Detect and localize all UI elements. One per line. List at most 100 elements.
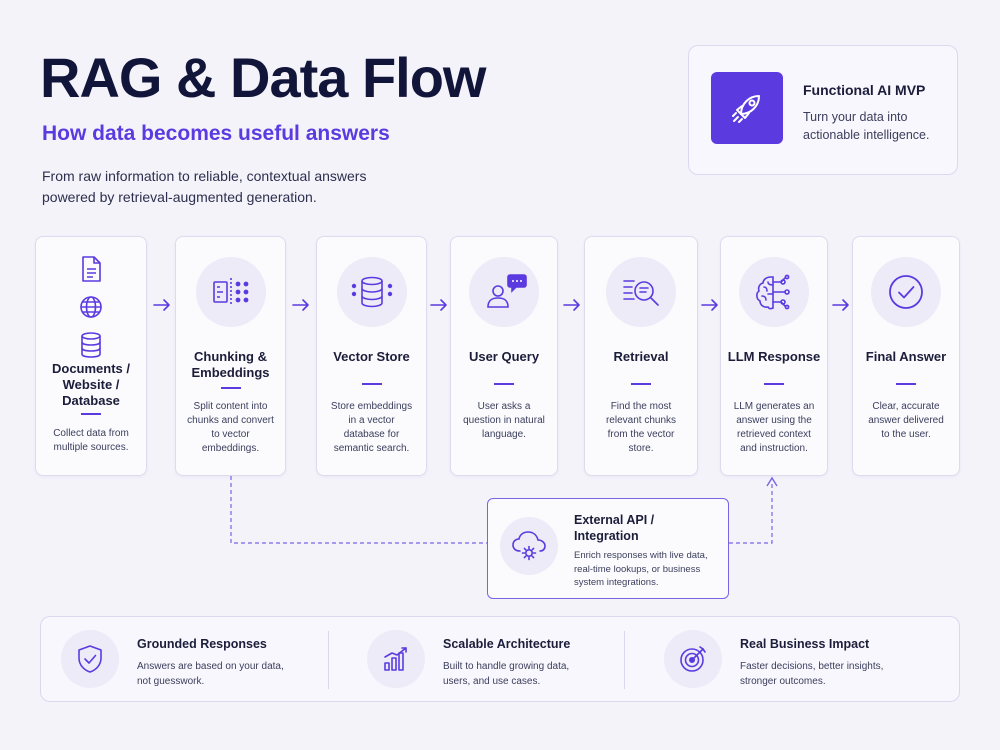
page-title: RAG & Data Flow [40,46,486,109]
step-retrieval: Retrieval Find the most relevant chunks … [584,236,698,476]
arrow-right-icon [701,299,718,311]
step-title-line: Embeddings [191,365,270,380]
step-text-line: question in natural [463,415,545,426]
step-title-line: User Query [468,349,540,364]
step-text-line: from the vector [607,429,675,440]
step-divider [631,383,651,385]
cloud-gear-icon [500,517,558,575]
benefit-text-line: not guesswork. [137,676,205,687]
arrow-right-icon [430,299,447,311]
step-divider [361,383,382,385]
bar-chart-icon [367,630,425,688]
benefit-title: Scalable Architecture [443,637,571,651]
benefit-text: Answers are based on your data, not gues… [137,659,317,689]
step-description: Store embeddings in a vector database fo… [325,400,418,456]
page-description: From raw information to reliable, contex… [42,166,422,208]
step-text-line: embeddings. [201,443,260,454]
benefit-divider [624,631,625,689]
benefit-title: Grounded Responses [137,637,267,651]
step-description: User asks a question in natural language… [459,400,549,442]
step-title: Chunking & Embeddings [182,349,279,381]
arrow-right-icon [292,299,309,311]
step-text-line: store. [628,443,654,454]
external-title-line: External API / [574,513,655,527]
external-text-line: system integrations. [574,577,659,588]
step-text-line: and instruction. [740,443,808,454]
external-api-text: Enrich responses with live data, real-ti… [574,549,724,590]
step-divider [81,413,101,415]
step-llm-response: LLM Response LLM generates an answer usi… [720,236,828,476]
vector-database-icon [336,257,407,327]
external-api-card: External API / Integration Enrich respon… [487,498,729,599]
external-text-line: real-time lookups, or business [574,563,701,575]
step-description: LLM generates an answer using the retrie… [729,400,819,456]
chunking-icon [195,257,266,327]
step-text-line: multiple sources. [53,442,129,453]
globe-icon [78,294,104,325]
step-text-line: Find the most [610,401,672,412]
step-text-line: Collect data from [53,428,129,439]
step-description: Clear, accurate answer delivered to the … [861,400,951,442]
external-title-line: Integration [574,529,639,543]
step-text-line: LLM generates an [733,401,815,412]
step-title: User Query [457,349,551,365]
brain-circuit-icon [739,257,809,327]
document-icon [79,255,103,288]
benefit-text-line: Built to handle growing data, [443,661,570,672]
step-vector-store: Vector Store Store embeddings in a vecto… [316,236,427,476]
step-title: Final Answer [859,349,953,365]
check-circle-icon [871,257,941,327]
benefit-text: Built to handle growing data, users, and… [443,659,623,689]
step-text-line: relevant chunks [605,415,677,426]
step-text-line: semantic search. [333,443,410,454]
step-chunking: Chunking & Embeddings Split content into… [175,236,286,476]
user-chat-icon [469,257,539,327]
step-title-line: Chunking & [194,349,267,364]
step-description: Collect data from multiple sources. [44,427,138,455]
step-text-line: chunks and convert [187,415,274,426]
step-divider [220,387,241,389]
database-icon [79,331,103,364]
benefit-grounded: Grounded Responses Answers are based on … [41,617,331,703]
step-title-line: Final Answer [865,349,947,364]
description-line: powered by retrieval-augmented generatio… [42,189,317,205]
step-title-line: LLM Response [727,349,821,364]
step-text-line: to the user. [881,429,931,440]
benefit-scalable: Scalable Architecture Built to handle gr… [347,617,637,703]
description-line: From raw information to reliable, contex… [42,168,367,184]
step-divider [764,383,784,385]
step-text-line: Split content into [193,401,268,412]
arrow-right-icon [832,299,849,311]
step-divider [896,383,916,385]
step-user-query: User Query User asks a question in natur… [450,236,558,476]
step-text-line: database for [343,429,400,440]
external-text-line: Enrich responses with live data, [574,550,708,561]
external-api-title: External API / Integration [574,512,724,544]
benefit-divider [328,631,329,689]
step-title-line: Website / [62,377,120,392]
mvp-title: Functional AI MVP [803,82,926,98]
step-title-line: Documents / [51,361,130,376]
step-title: Vector Store [323,349,420,365]
rocket-icon [711,72,783,144]
step-text-line: Store embeddings [330,401,413,412]
benefit-text-line: Answers are based on your data, [137,661,284,672]
arrow-right-icon [563,299,580,311]
benefit-title: Real Business Impact [740,637,870,651]
benefit-text-line: stronger outcomes. [740,676,826,687]
target-icon [664,630,722,688]
benefit-text-line: users, and use cases. [443,676,541,687]
step-final-answer: Final Answer Clear, accurate answer deli… [852,236,960,476]
step-title: Retrieval [591,349,691,365]
step-text-line: answer delivered [868,415,944,426]
step-text-line: retrieved context [737,429,811,440]
step-text-line: Clear, accurate [872,401,940,412]
step-divider [494,383,514,385]
step-title-line: Vector Store [333,349,410,364]
mvp-card: Functional AI MVP Turn your data into ac… [688,45,958,175]
page-subtitle: How data becomes useful answers [42,122,390,145]
benefits-panel: Grounded Responses Answers are based on … [40,616,960,702]
step-title: Documents / Website / Database [42,361,140,409]
arrow-right-icon [153,299,170,311]
step-text-line: answer using the [736,415,812,426]
